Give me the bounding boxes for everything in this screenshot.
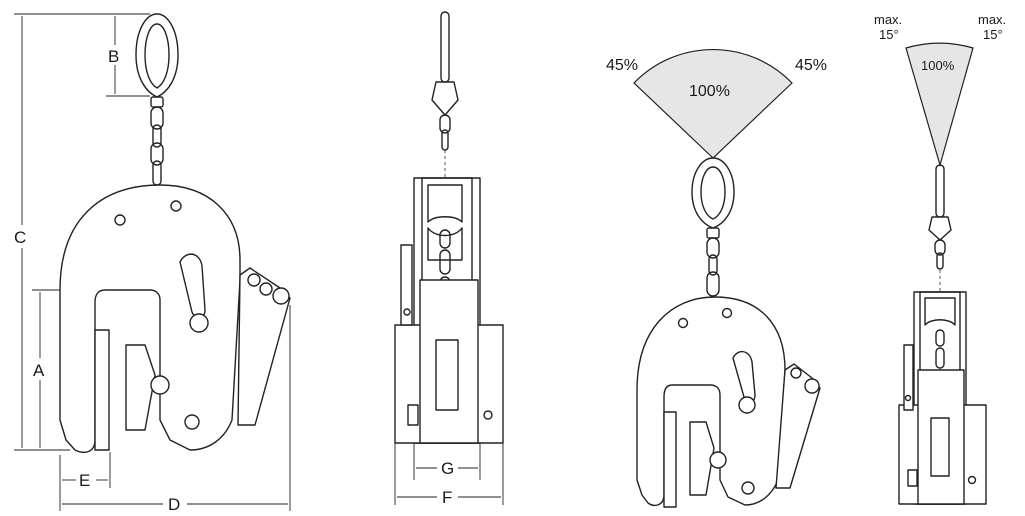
cam-pivot [150,375,170,395]
angle-2-right-angle: 15° [983,27,1003,42]
lever-pivot [738,396,756,414]
angle-2-right-max: max. [978,12,1006,27]
shackle-outer [135,13,179,98]
plate-cutout [427,227,463,261]
lock-lever [775,363,821,489]
chain-link-front [439,229,451,249]
chain-link [150,106,164,130]
dim-d-label: D [168,495,180,511]
cam-pad [125,344,156,431]
front-lever-hole [904,394,912,402]
lever-link [790,367,802,379]
body-hole [170,200,182,212]
chain-link-front [936,252,944,270]
plate-cutout [924,297,956,326]
lever-knob [272,287,290,305]
cam-pad [689,421,715,496]
chain-link [708,254,718,276]
front-view-load-angle: max. 15° max. 15° 100% [874,12,1006,505]
angle-2-center-label: 100% [921,58,955,73]
lock-lever [237,267,291,426]
chain-link-front [439,249,451,275]
lever-link [259,282,273,296]
front-small-block [907,469,918,487]
angle-2-left-angle: 15° [879,27,899,42]
plate-cutout [427,184,463,223]
lever-pivot [189,313,209,333]
dim-c-label: C [14,228,26,247]
body-hole [114,214,126,226]
front-view-dimensioned: G F [394,11,504,507]
dim-b-label: B [108,47,119,66]
chain-link-front [935,329,945,347]
chain-link [152,124,162,148]
shackle-front [440,11,450,83]
side-view-dimensioned: B C A E D [14,13,291,514]
front-small-block [407,404,419,426]
body-hole [184,414,200,430]
clamp-body [59,184,241,453]
front-window [930,417,950,477]
load-sector-15 [905,42,974,168]
angle-1-right-label: 45% [795,57,827,74]
dim-a-label: A [33,361,45,380]
front-lever-hole [403,308,411,316]
cam-pivot [709,451,727,469]
angle-1-center-label: 100% [689,83,730,100]
front-lever [903,344,914,411]
front-window [435,339,459,411]
angle-1-left-label: 45% [606,57,638,74]
shackle-pin [150,96,164,108]
side-view-load-angle: 45% 100% 45% [606,49,827,508]
dim-g-label: G [441,459,454,478]
shackle-pin-front [431,81,459,116]
body-hole [741,481,755,495]
clamp-body [636,296,786,507]
jaw-pad [94,329,110,451]
front-lever [400,244,413,326]
chain-link-front [934,239,946,256]
angle-2-left-max: max. [874,12,902,27]
shackle-inner [144,23,170,89]
body-hole [721,307,733,319]
shackle-pin [706,227,720,239]
chain-link-front [935,347,945,369]
shackle-front [935,164,945,218]
lever-link [247,273,261,287]
dim-e-label: E [79,471,90,490]
shackle-inner [700,166,726,220]
jaw-pad [663,411,677,508]
front-plate-lower [917,369,965,505]
chain-link [706,271,720,297]
body-hole [677,317,689,329]
front-bolt [967,475,977,485]
shackle-outer [691,157,735,229]
load-sector-45 [633,49,793,159]
chain-link-front [439,114,451,134]
chain-link [150,142,164,166]
dim-f-label: F [442,488,452,507]
front-plate-lower [419,279,479,444]
chain-link [706,237,720,259]
shackle-pin-front [928,216,952,241]
front-bolt [483,410,493,420]
lever-knob [804,378,820,394]
